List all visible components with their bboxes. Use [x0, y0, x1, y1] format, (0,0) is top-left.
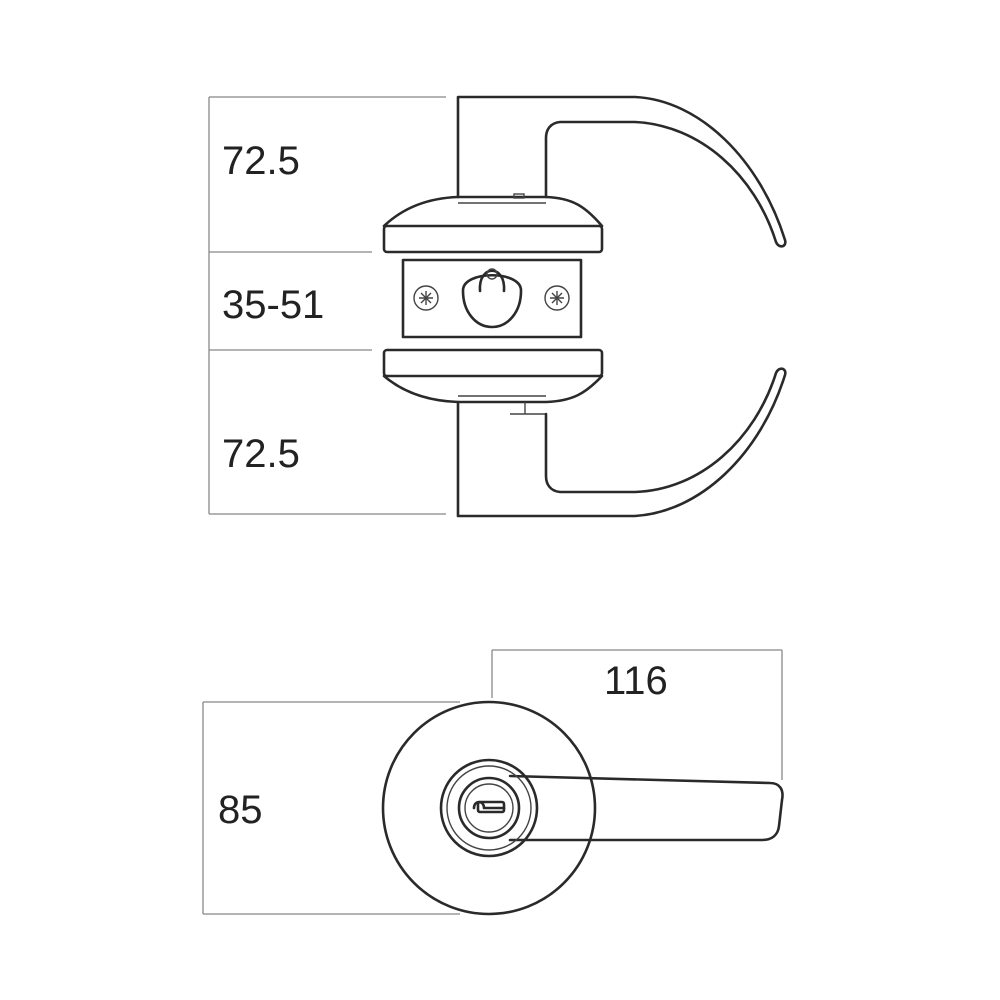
dim-label-upper: 72.5	[222, 139, 300, 183]
front-view-dimension-lines	[202, 649, 783, 915]
top-view: 72.5 35-51 72.5	[208, 95, 787, 518]
upper-rose-base	[382, 224, 604, 254]
lever-hub	[439, 758, 539, 858]
top-view-dimension-lines	[208, 96, 446, 515]
hub-inner-ring	[446, 765, 532, 851]
key-cylinder-inner	[464, 783, 514, 833]
right-screw-icon	[544, 285, 570, 311]
key-cylinder	[457, 776, 521, 840]
left-screw-icon	[413, 285, 439, 311]
keyhole-icon	[472, 800, 506, 814]
lower-rose-base	[382, 348, 604, 378]
lower-lever	[456, 367, 787, 518]
latch-spindle-icon	[461, 268, 523, 329]
rose-disc	[381, 700, 597, 916]
lower-rose-dome	[382, 374, 604, 404]
dim-label-rose-diameter: 85	[218, 788, 263, 832]
upper-lever	[456, 95, 787, 248]
dim-label-door-thickness: 35-51	[222, 283, 324, 327]
upper-rose-dome	[382, 195, 604, 228]
upper-rose-notch	[513, 193, 525, 199]
lower-rose-pin	[510, 402, 545, 415]
dim-label-lower: 72.5	[222, 432, 300, 476]
lever-handle	[508, 774, 784, 842]
front-view: 116 85	[202, 649, 784, 916]
dim-label-lever-length: 116	[604, 659, 668, 703]
door-section	[401, 258, 583, 339]
